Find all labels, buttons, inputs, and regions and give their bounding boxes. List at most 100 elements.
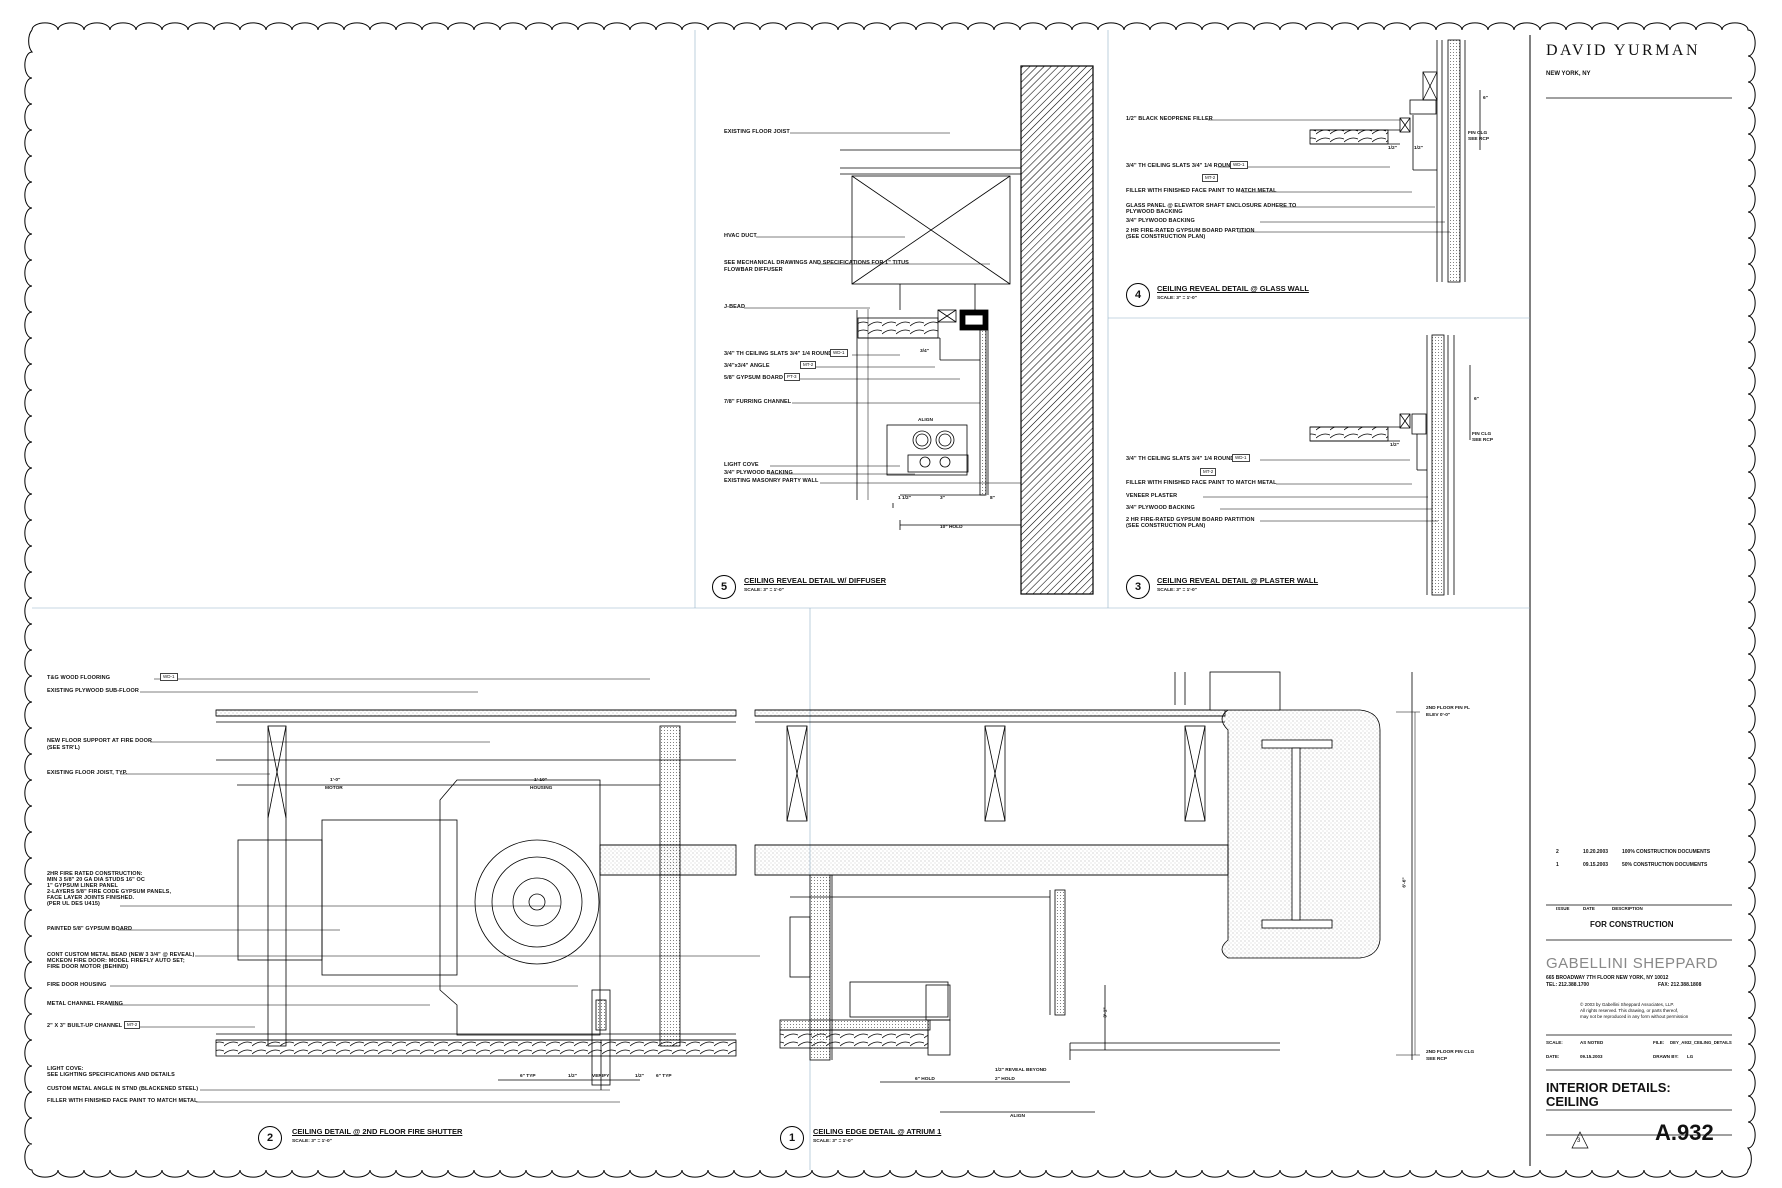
d5-note: EXISTING MASONRY PARTY WALL (724, 478, 819, 484)
d3-tag: MT-2 (1200, 468, 1217, 476)
d4-note: 2 HR FIRE-RATED GYPSUM BOARD PARTITION (1126, 228, 1255, 234)
rev-header-desc: DESCRIPTION (1612, 906, 1643, 911)
firm-address: 665 BROADWAY 7TH FLOOR NEW YORK, NY 1001… (1546, 975, 1669, 981)
detail-2-drawing (215, 709, 737, 1090)
d4-title: CEILING REVEAL DETAIL @ GLASS WALL (1157, 284, 1309, 293)
d4-dim: 1/2" (1388, 146, 1397, 151)
drawn-value: LG (1687, 1054, 1694, 1059)
detail-4-drawing (1309, 39, 1481, 283)
d2-note: T&G WOOD FLOORING (47, 675, 111, 681)
d2-scale: SCALE: 3" = 1'-0" (292, 1139, 332, 1144)
d2-title: CEILING DETAIL @ 2ND FLOOR FIRE SHUTTER (292, 1127, 463, 1136)
scale-label: SCALE: (1546, 1040, 1563, 1045)
client-logo: DAVID YURMAN (1546, 42, 1701, 59)
revision-triangle-number: 3 (1577, 1138, 1581, 1144)
d5-tag: PT-3 (784, 373, 800, 381)
d2-note: (SEE STR'L) (47, 745, 80, 751)
d2-note: MIN 3 5/8" 20 GA DIA STUDS 16" OC (47, 877, 145, 883)
sheet-number: A.932 (1655, 1120, 1714, 1145)
d5-note: LIGHT COVE (724, 462, 759, 468)
d5-note: 3/4"x3/4" ANGLE (724, 363, 770, 369)
d2-note: LIGHT COVE: (47, 1066, 84, 1072)
d4-note: 1/2" BLACK NEOPRENE FILLER (1126, 116, 1213, 122)
copyright: may not be reproduced in any form withou… (1580, 1014, 1689, 1019)
firm-logo: GABELLINI SHEPPARD (1546, 955, 1719, 972)
file-value: DEY_A932_CEILING_DETAILS (1670, 1040, 1732, 1045)
d1-dim: 6" HOLD (915, 1077, 935, 1082)
d3-note: VENEER PLASTER (1126, 493, 1178, 499)
rev-desc: 100% CONSTRUCTION DOCUMENTS (1622, 849, 1711, 855)
date-value: 09.15.2003 (1580, 1054, 1603, 1059)
d1-dim: 2ND FLOOR FIN CLG (1426, 1050, 1475, 1055)
d2-dim: 6" TYP (656, 1074, 672, 1079)
detail-3-drawing (1309, 334, 1471, 596)
d4-dim: 1/2" (1414, 146, 1423, 151)
revision-cloud-outline (24, 22, 1756, 1178)
d2-note: MCKEON FIRE DOOR: MODEL FIREFLY AUTO SET… (47, 958, 185, 964)
d2-note: (PER UL DES U415) (47, 901, 100, 907)
project-location: NEW YORK, NY (1546, 71, 1591, 77)
d1-title: CEILING EDGE DETAIL @ ATRIUM 1 (813, 1127, 942, 1136)
d3-note: (SEE CONSTRUCTION PLAN) (1126, 523, 1206, 529)
d2-note: 2-LAYERS 5/8" FIRE CODE GYPSUM PANELS, (47, 889, 172, 895)
d2-note: EXISTING PLYWOOD SUB-FLOOR (47, 688, 139, 694)
d1-dim: SEE RCP (1426, 1057, 1448, 1062)
d3-note: 2 HR FIRE-RATED GYPSUM BOARD PARTITION (1126, 517, 1255, 523)
d2-dim: VERIFY (592, 1074, 610, 1079)
d2-dim: 1'-0" (330, 778, 341, 783)
d5-note: 7/8" FURRING CHANNEL (724, 399, 792, 405)
d1-number: 1 (780, 1126, 804, 1150)
d4-note: PLYWOOD BACKING (1126, 209, 1183, 215)
d1-scale: SCALE: 3" = 1'-0" (813, 1139, 853, 1144)
d1-dim: 2ND FLOOR FIN FL (1426, 706, 1470, 711)
d5-dim: ALIGN (918, 418, 933, 423)
d4-note: (SEE CONSTRUCTION PLAN) (1126, 234, 1206, 240)
d4-dim: 6" (1483, 96, 1488, 101)
d1-dim: 3'-1" (1103, 1007, 1109, 1018)
d2-note: 1" GYPSUM LINER PANEL (47, 883, 118, 889)
d2-tag: WD-1 (160, 673, 178, 681)
d5-dim: 8" (990, 496, 995, 501)
d4-scale: SCALE: 3" = 1'-0" (1157, 296, 1197, 301)
d2-tag: MT-2 (124, 1021, 141, 1029)
d3-dim: 1/2" (1390, 443, 1399, 448)
d4-note: FILLER WITH FINISHED FACE PAINT TO MATCH… (1126, 188, 1277, 194)
d4-tag: WD-1 (1230, 161, 1248, 169)
d2-note: FILLER WITH FINISHED FACE PAINT TO MATCH… (47, 1098, 198, 1104)
d2-dim: 6" TYP (520, 1074, 536, 1079)
d4-note: GLASS PANEL @ ELEVATOR SHAFT ENCLOSURE A… (1126, 203, 1297, 209)
sheet-title: INTERIOR DETAILS: (1546, 1080, 1671, 1095)
d4-number: 4 (1126, 283, 1150, 307)
d2-dim: 1'-10" (534, 778, 548, 783)
d5-note: 5/8" GYPSUM BOARD (724, 375, 784, 381)
rev-header-no: ISSUE (1556, 906, 1570, 911)
d3-dim: SEE RCP (1472, 438, 1494, 443)
copyright: All rights reserved. This drawing, or pa… (1580, 1008, 1679, 1013)
d3-note: 3/4" TH CEILING SLATS 3/4" 1/4 ROUND (1126, 456, 1235, 462)
d4-note: 3/4" PLYWOOD BACKING (1126, 218, 1195, 224)
d5-scale: SCALE: 3" = 1'-0" (744, 588, 784, 593)
rev-no: 1 (1556, 862, 1559, 868)
d2-note: 2" X 3" BUILT-UP CHANNEL (47, 1023, 123, 1029)
firm-tel: TEL: 212.388.1700 (1546, 982, 1590, 988)
d5-tag: WD-1 (830, 349, 848, 357)
d2-note: EXISTING FLOOR JOIST, TYP. (47, 770, 128, 776)
d2-note: NEW FLOOR SUPPORT AT FIRE DOOR (47, 738, 153, 744)
d3-tag: WD-1 (1232, 454, 1250, 462)
d2-dim: MOTOR (325, 786, 343, 791)
d5-dim: 3/4" (920, 349, 929, 354)
d1-dim: 6'-6" (1402, 877, 1408, 888)
d4-note: 3/4" TH CEILING SLATS 3/4" 1/4 ROUND (1126, 163, 1235, 169)
detail-3-leaders (1203, 459, 1438, 522)
d4-dim: SEE RCP (1468, 137, 1490, 142)
d2-note: 2HR FIRE RATED CONSTRUCTION: (47, 871, 143, 877)
d2-note: FIRE DOOR HOUSING (47, 982, 107, 988)
d5-note: EXISTING FLOOR JOIST (724, 129, 790, 135)
detail-1-drawing (754, 671, 1413, 1113)
d5-note: 3/4" PLYWOOD BACKING (724, 470, 793, 476)
d5-number: 5 (712, 575, 736, 599)
d5-dim: 1 1/2" (898, 496, 911, 501)
d3-dim: 6" (1474, 397, 1479, 402)
d2-note: FACE LAYER JOINTS FINISHED. (47, 895, 135, 901)
